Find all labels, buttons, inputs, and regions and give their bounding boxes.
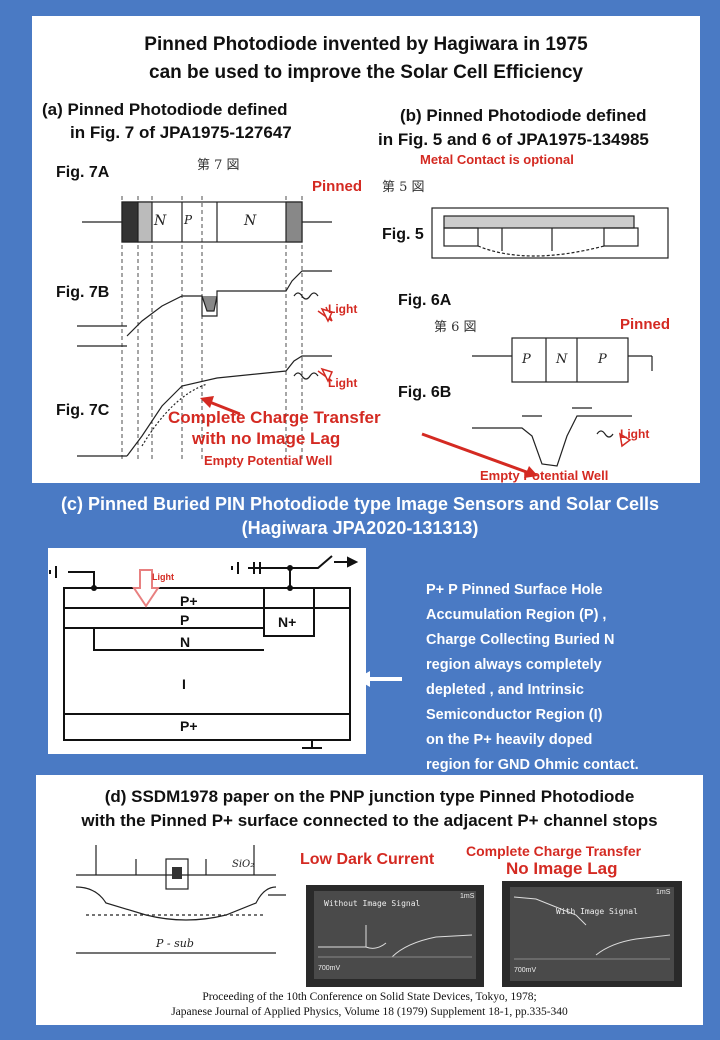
- empty-well-label-b: Empty Potential Well: [480, 468, 609, 483]
- metal-contact-label: Metal Contact is optional: [420, 152, 574, 167]
- title-line-1: Pinned Photodiode invented by Hagiwara i…: [144, 34, 588, 55]
- no-image-lag-label: with no Image Lag: [192, 429, 341, 448]
- scope2-caption: With Image Signal: [556, 907, 638, 916]
- complete-charge-transfer-d: Complete Charge Transfer: [466, 843, 642, 859]
- region-n1: N: [154, 213, 167, 229]
- region-p2-b: P: [598, 352, 607, 367]
- desc-line-6: Semiconductor Region (I): [426, 707, 603, 723]
- light-label-b: Light: [620, 427, 650, 441]
- fig-7c-label: Fig. 7C: [56, 402, 110, 419]
- region-n2: N: [244, 213, 257, 229]
- desc-line-5: depleted , and Intrinsic: [426, 682, 584, 698]
- pin-structure-drawing: [49, 555, 359, 749]
- layer-p: P: [180, 612, 190, 628]
- pinned-label-b: Pinned: [620, 316, 671, 333]
- top-panel: Pinned Photodiode invented by Hagiwara i…: [32, 16, 700, 483]
- title-line-2: can be used to improve the Solar Cell Ef…: [149, 62, 583, 83]
- panel-a-heading-1: (a) Pinned Photodiode defined: [42, 100, 288, 119]
- scope1-scale: 700mV: [318, 965, 341, 972]
- fig-6a-label: Fig. 6A: [398, 292, 452, 309]
- scope2-scale: 700mV: [514, 967, 537, 974]
- fig-6b-label: Fig. 6B: [398, 384, 452, 401]
- scope1-caption: Without Image Signal: [324, 899, 421, 908]
- panel-c-heading-1: (c) Pinned Buried PIN Photodiode type Im…: [60, 494, 660, 514]
- fig-5-label: Fig. 5: [382, 226, 424, 243]
- panel-b-heading-1: (b) Pinned Photodiode defined: [400, 106, 647, 125]
- layer-p-plus-bottom: P+: [180, 718, 198, 734]
- layer-n: N: [180, 634, 191, 650]
- reference-line-2: Japanese Journal of Applied Physics, Vol…: [171, 1006, 568, 1018]
- panel-c-heading-2: (Hagiwara JPA2020-131313): [241, 518, 479, 538]
- layer-i: I: [182, 676, 186, 692]
- fig-7a-label: Fig. 7A: [56, 164, 110, 181]
- panel-d-heading-1: (d) SSDM1978 paper on the PNP junction t…: [104, 787, 635, 806]
- panel-d-heading-2: with the Pinned P+ surface connected to …: [81, 811, 658, 830]
- region-n-b: N: [556, 352, 568, 367]
- jp-fig7-label: 第 7 図: [197, 158, 240, 173]
- panel-a-heading-2: in Fig. 7 of JPA1975-127647: [70, 123, 292, 142]
- scope2-time: 1mS: [656, 889, 671, 896]
- light-label-c: Light: [152, 572, 174, 582]
- desc-line-4: region always completely: [426, 657, 602, 673]
- desc-line-1: P+ P Pinned Surface Hole: [426, 582, 603, 598]
- sio2-label: SiO₂: [232, 859, 255, 870]
- layer-p-plus-top: P+: [180, 593, 198, 609]
- desc-line-3: Charge Collecting Buried N: [426, 632, 615, 648]
- ssdm-figures-drawing: [75, 845, 682, 987]
- scope1-time: 1mS: [460, 893, 475, 900]
- region-p: P: [184, 213, 193, 227]
- empty-well-label-a: Empty Potential Well: [204, 453, 333, 468]
- patent-figures-drawing: [77, 196, 669, 478]
- desc-line-7: on the P+ heavily doped: [426, 732, 593, 748]
- no-image-lag-d: No Image Lag: [506, 859, 618, 878]
- pin-photodiode-cross-section: Light P+ P N I P+ N+: [48, 548, 366, 754]
- desc-line-8: region for GND Ohmic contact.: [426, 757, 639, 773]
- layer-n-plus: N+: [278, 614, 297, 630]
- p-sub-label: P - sub: [156, 937, 194, 950]
- jp-fig6-label: 第 6 図: [434, 320, 477, 335]
- ssdm1978-panel: (d) SSDM1978 paper on the PNP junction t…: [36, 775, 703, 1025]
- reference-line-1: Proceeding of the 10th Conference on Sol…: [202, 991, 537, 1003]
- complete-charge-transfer-label: Complete Charge Transfer: [168, 408, 381, 427]
- light-label-a2: Light: [328, 376, 358, 390]
- panel-b-heading-2: in Fig. 5 and 6 of JPA1975-134985: [378, 130, 649, 149]
- desc-line-2: Accumulation Region (P) ,: [426, 607, 607, 623]
- low-dark-current-label: Low Dark Current: [300, 851, 435, 868]
- region-p1-b: P: [522, 352, 531, 367]
- jp-fig5-label: 第 5 図: [382, 180, 425, 195]
- pinned-label-a: Pinned: [312, 178, 363, 195]
- fig-7b-label: Fig. 7B: [56, 284, 110, 301]
- light-label-a1: Light: [328, 302, 358, 316]
